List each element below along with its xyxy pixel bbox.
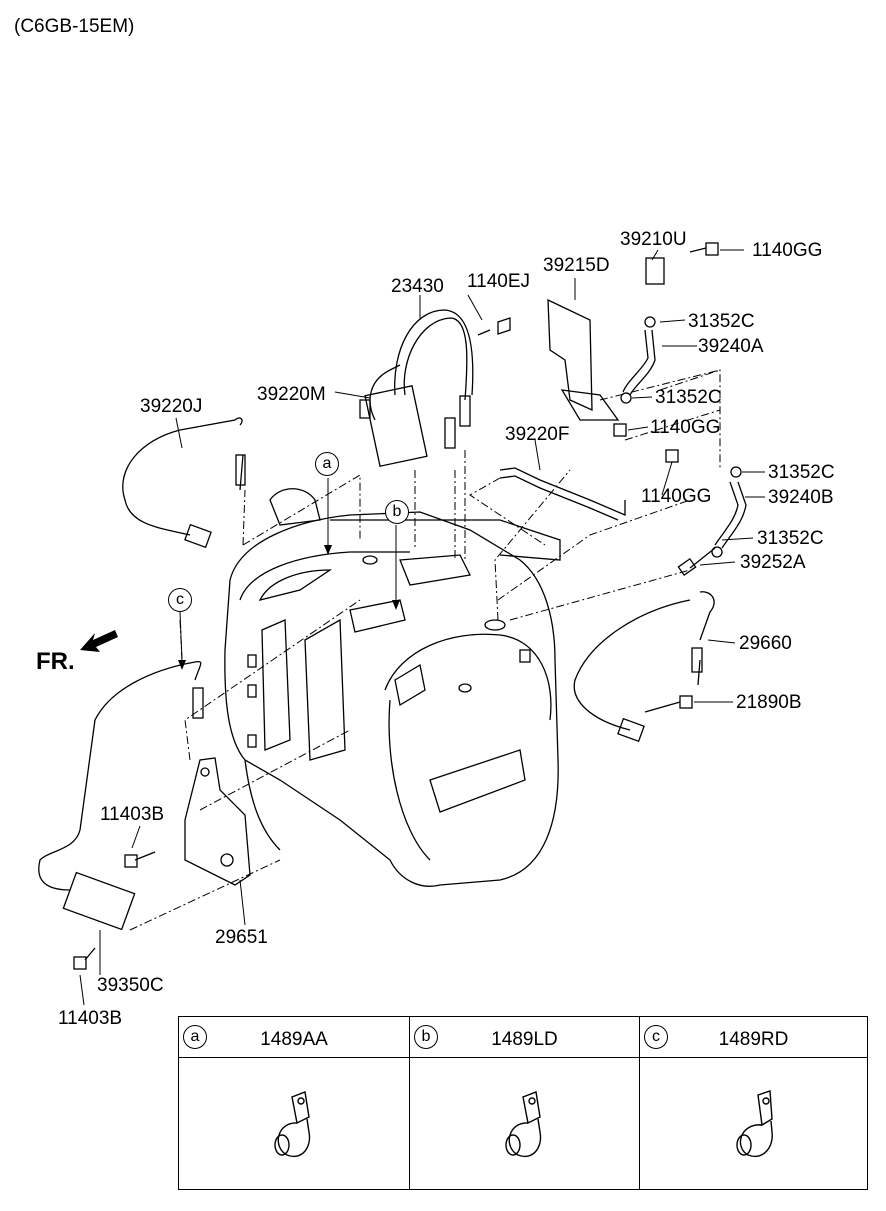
clamp-legend-table: a 1489AA b 1489LD c [178,1016,868,1190]
part-label-29651: 29651 [215,927,268,948]
part-label-31352c-4: 31352C [757,528,824,549]
front-direction-label: FR. [36,648,75,675]
part-label-31352c-2: 31352C [655,387,722,408]
part-label-11403b-upper: 11403B [100,804,165,825]
part-label-39215d: 39215D [543,255,610,276]
legend-cell-b: b 1489LD [409,1017,639,1189]
part-label-23430: 23430 [391,276,444,297]
legend-header-a: a 1489AA [179,1017,409,1058]
model-code: (C6GB-15EM) [14,16,135,37]
part-label-39252a: 39252A [740,552,806,573]
legend-header-b: b 1489LD [410,1017,639,1058]
callout-b: b [385,500,409,524]
part-label-1140ej: 1140EJ [467,271,531,292]
part-label-31352c-3: 31352C [768,462,835,483]
front-arrow-icon [80,630,118,652]
part-label-31352c-1: 31352C [688,311,755,332]
legend-part-number-c: 1489RD [718,1029,789,1050]
callout-c: c [168,588,192,612]
legend-callout-c: c [644,1025,668,1049]
part-label-39220m: 39220M [257,384,326,405]
part-label-21890b: 21890B [736,692,802,713]
callout-a: a [315,452,339,476]
part-label-39210u: 39210U [620,229,687,250]
part-label-29660: 29660 [739,633,792,654]
legend-cell-a: a 1489AA [179,1017,409,1189]
part-label-39220f: 39220F [505,424,570,445]
legend-cell-c: c 1489RD [639,1017,867,1189]
part-label-1140gg-low: 1140GG [641,486,712,507]
part-label-39240a: 39240A [698,336,764,357]
pipe-clamp-icon [736,1090,773,1158]
legend-part-number-a: 1489AA [260,1029,328,1050]
legend-header-c: c 1489RD [640,1017,867,1058]
part-label-39240b: 39240B [768,487,834,508]
part-label-39220j: 39220J [140,396,203,417]
part-label-1140gg-top: 1140GG [752,240,823,261]
pipe-clamp-icon [505,1091,542,1158]
pipe-clamp-icon [274,1091,311,1158]
part-label-11403b-lower: 11403B [58,1008,123,1029]
legend-callout-a: a [183,1025,207,1049]
part-label-39350c: 39350C [97,975,164,996]
legend-part-number-b: 1489LD [491,1029,558,1050]
legend-callout-b: b [414,1025,438,1049]
part-label-1140gg-mid: 1140GG [650,417,721,438]
